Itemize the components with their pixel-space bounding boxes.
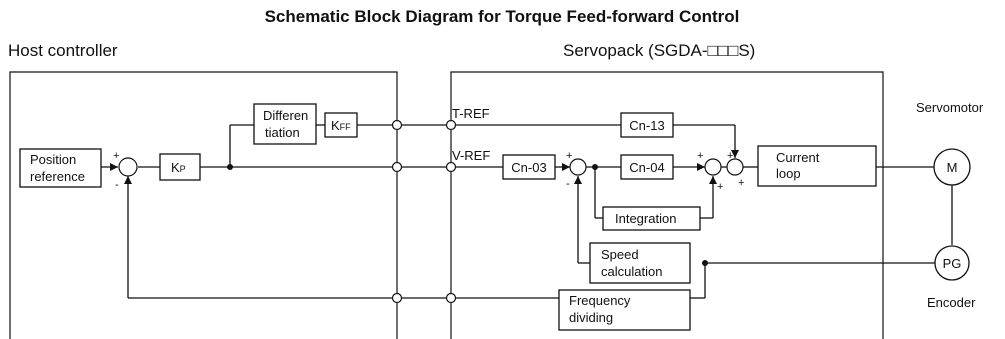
svg-text:loop: loop	[776, 166, 801, 181]
terminal-servo-vref	[445, 161, 457, 173]
svg-text:tiation: tiation	[265, 125, 300, 140]
cn-04-label: Cn-04	[629, 160, 664, 175]
arrow-into-sum2	[562, 163, 570, 171]
speed-calculation-block	[589, 242, 691, 284]
encoder-pg-label: PG	[943, 256, 962, 271]
host-controller-frame	[9, 71, 398, 339]
servopack-frame	[450, 71, 884, 339]
svg-text:Frequency: Frequency	[569, 293, 631, 308]
servopack-label: Servopack (SGDA-□□□S)	[563, 41, 755, 60]
summing-junction-integration	[704, 158, 722, 176]
terminal-host-vref	[391, 161, 403, 173]
svg-text:dividing: dividing	[569, 310, 613, 325]
current-loop-block	[757, 145, 877, 187]
servomotor-m-label: M	[947, 160, 958, 175]
summing-junction-speed	[569, 158, 587, 176]
branch-point-integration	[592, 164, 598, 170]
summing-junction-torque	[726, 158, 744, 176]
sign-sum1-plus: +	[113, 150, 119, 162]
branch-point-speed-feedback	[702, 260, 708, 266]
kff-label-sub: FF	[340, 122, 351, 132]
diagram-title: Schematic Block Diagram for Torque Feed-…	[265, 7, 740, 26]
svg-text:Current: Current	[776, 150, 820, 165]
svg-text:KP: KP	[171, 160, 186, 175]
svg-text:Differen: Differen	[263, 108, 308, 123]
t-ref-label: T-REF	[452, 106, 490, 121]
sign-sum2-plus: +	[566, 150, 572, 162]
encoder-pg-symbol	[934, 245, 970, 281]
speed-calculation-line1: Speed	[601, 247, 639, 262]
differentiation-block	[253, 103, 317, 145]
cn-03-block	[502, 154, 556, 180]
current-loop-line1: Current	[776, 150, 820, 165]
arrow-into-sum3	[697, 163, 705, 171]
speed-calculation-line2: calculation	[601, 264, 662, 279]
v-ref-label: V-REF	[452, 148, 490, 163]
integration-label: Integration	[615, 211, 676, 226]
position-reference-block	[19, 148, 102, 188]
frequency-dividing-line1: Frequency	[569, 293, 631, 308]
branch-point-feedforward	[227, 164, 233, 170]
svg-text:Position: Position	[30, 152, 76, 167]
arrow-feedback-into-sum1	[124, 176, 132, 184]
svg-text:calculation: calculation	[601, 264, 662, 279]
kp-gain-block	[159, 153, 201, 181]
kp-label-main: K	[171, 160, 180, 175]
svg-text:reference: reference	[30, 169, 85, 184]
integration-block	[602, 206, 701, 231]
sign-sum4-plus-top: +	[727, 150, 733, 162]
arrow-into-sum1	[110, 163, 118, 171]
terminal-servo-feedback	[445, 292, 457, 304]
encoder-label: Encoder	[927, 295, 976, 310]
sign-sum3-plus-left: +	[697, 150, 703, 162]
svg-text:KFF: KFF	[331, 118, 351, 133]
summing-junction-position	[118, 157, 138, 177]
terminal-host-feedback	[391, 292, 403, 304]
kff-label-main: K	[331, 118, 340, 133]
svg-text:Speed: Speed	[601, 247, 639, 262]
frequency-dividing-block	[558, 289, 691, 331]
sign-sum4-plus-bottom: +	[738, 177, 744, 189]
differentiation-line1: Differen	[263, 108, 308, 123]
arrow-cn13-into-sum4	[731, 150, 739, 158]
cn-13-label: Cn-13	[629, 118, 664, 133]
cn-04-block	[620, 154, 674, 180]
arrow-feedback-into-sum2	[574, 176, 582, 184]
current-loop-line2: loop	[776, 166, 801, 181]
terminal-servo-tref	[445, 119, 457, 131]
servomotor-symbol	[933, 148, 971, 186]
sign-sum1-minus: -	[115, 179, 119, 191]
differentiation-line2: tiation	[265, 125, 300, 140]
host-controller-label: Host controller	[8, 41, 118, 60]
frequency-dividing-line2: dividing	[569, 310, 613, 325]
position-reference-line2: reference	[30, 169, 85, 184]
sign-sum2-minus: -	[566, 178, 570, 190]
arrow-integ-into-sum3	[709, 176, 717, 184]
kff-gain-block	[324, 112, 358, 138]
kp-label-sub: P	[180, 164, 186, 174]
position-reference-line1: Position	[30, 152, 76, 167]
servomotor-label: Servomotor	[916, 100, 984, 115]
cn-13-block	[620, 112, 674, 138]
terminal-host-tref	[391, 119, 403, 131]
sign-sum3-plus-bottom: +	[717, 181, 723, 193]
cn-03-label: Cn-03	[511, 160, 546, 175]
